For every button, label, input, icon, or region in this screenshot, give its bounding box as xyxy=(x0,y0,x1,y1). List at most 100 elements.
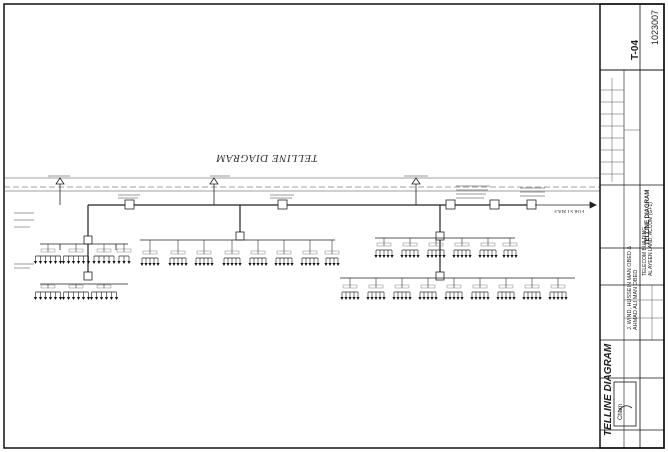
outlet-symbol xyxy=(234,263,238,266)
outlet-group xyxy=(366,278,386,300)
outlet-symbol xyxy=(194,263,198,266)
outlet-symbol xyxy=(400,297,404,300)
outlet-symbol xyxy=(248,263,252,266)
outlet-group xyxy=(194,240,214,266)
outlet-symbol xyxy=(448,297,452,300)
outlet-symbol xyxy=(81,261,86,264)
outlet-symbol xyxy=(71,297,76,300)
outlet-group xyxy=(548,278,568,300)
outlet-group xyxy=(300,240,320,266)
outlet-symbol xyxy=(434,255,438,258)
outlet-symbol xyxy=(416,255,420,258)
outlet-symbol xyxy=(38,297,43,300)
outlet-symbol xyxy=(426,297,430,300)
outlet-symbol xyxy=(504,297,508,300)
outlet-symbol xyxy=(71,261,76,264)
outlet-symbol xyxy=(61,297,66,300)
outlet-symbol xyxy=(464,255,468,258)
outlet-symbol xyxy=(452,297,456,300)
outlet-symbol xyxy=(352,297,356,300)
outlet-symbol xyxy=(112,261,116,264)
outlet-symbol xyxy=(490,255,494,258)
node-box xyxy=(124,199,135,210)
outlet-symbol xyxy=(344,297,348,300)
outlet-symbol xyxy=(522,297,526,300)
outlet-symbol xyxy=(86,261,91,264)
outlet-group xyxy=(374,238,394,258)
outlet-symbol xyxy=(76,261,81,264)
node-box xyxy=(435,231,445,241)
outlet-group xyxy=(33,284,63,300)
outlet-group xyxy=(522,278,542,300)
sheet-border xyxy=(3,3,665,449)
node-box xyxy=(83,271,93,281)
outlet-symbol xyxy=(468,255,472,258)
outlet-symbol xyxy=(404,297,408,300)
outlet-symbol xyxy=(560,297,564,300)
outlet-symbol xyxy=(444,297,448,300)
outlet-group xyxy=(496,278,516,300)
outlet-symbol xyxy=(510,255,514,258)
outlet-symbol xyxy=(418,297,422,300)
node-box xyxy=(445,199,456,210)
sheet-title-large: TELLINE DIAGRAM xyxy=(603,343,614,436)
outlet-symbol xyxy=(502,255,506,258)
outlet-symbol xyxy=(500,297,504,300)
title-block xyxy=(599,3,665,449)
outlet-symbol xyxy=(286,263,290,266)
outlet-symbol xyxy=(400,255,404,258)
outlet-symbol xyxy=(374,255,378,258)
outlet-symbol xyxy=(512,297,516,300)
outlet-group xyxy=(400,238,420,258)
outlet-symbol xyxy=(168,263,172,266)
outlet-group xyxy=(478,238,498,258)
outlet-symbol xyxy=(43,297,48,300)
outlet-symbol xyxy=(43,261,48,264)
outlet-symbol xyxy=(122,261,126,264)
outlet-symbol xyxy=(230,263,234,266)
branch-bus-left-upper xyxy=(40,243,128,250)
outlet-symbol xyxy=(404,255,408,258)
outlet-group xyxy=(444,278,464,300)
outlet-symbol xyxy=(184,263,188,266)
outlet-symbol xyxy=(378,297,382,300)
outlet-symbol xyxy=(300,263,304,266)
outlet-symbol xyxy=(496,297,500,300)
outlet-symbol xyxy=(92,261,96,264)
outlet-symbol xyxy=(86,297,91,300)
outlet-symbol xyxy=(117,261,121,264)
outlet-symbol xyxy=(61,261,66,264)
outlet-symbol xyxy=(452,255,456,258)
outlet-symbol xyxy=(438,255,442,258)
outlet-symbol xyxy=(308,263,312,266)
outlet-symbol xyxy=(374,297,378,300)
outlet-symbol xyxy=(156,263,160,266)
outlet-group xyxy=(222,240,242,266)
outlet-symbol xyxy=(152,263,156,266)
outlet-symbol xyxy=(482,255,486,258)
outlet-group xyxy=(61,244,91,264)
outlet-symbol xyxy=(176,263,180,266)
outlet-symbol xyxy=(140,263,144,266)
outlet-symbol xyxy=(390,255,394,258)
outlet-symbol xyxy=(33,297,38,300)
outlet-symbol xyxy=(482,297,486,300)
outlet-group xyxy=(116,244,132,264)
outlet-symbol xyxy=(53,297,58,300)
outlet-symbol xyxy=(486,297,490,300)
outlet-symbol xyxy=(304,263,308,266)
trunk-nodes xyxy=(83,199,537,281)
outlet-group xyxy=(61,284,91,300)
outlet-symbol xyxy=(556,297,560,300)
outlet-symbol xyxy=(206,263,210,266)
outlet-symbol xyxy=(328,263,332,266)
outlet-group xyxy=(274,240,294,266)
outlet-symbol xyxy=(48,261,53,264)
outlet-symbol xyxy=(252,263,256,266)
outlet-group xyxy=(92,244,116,264)
outlet-symbol xyxy=(114,297,119,300)
outlet-symbol xyxy=(210,263,214,266)
node-box xyxy=(489,199,500,210)
outlet-symbol xyxy=(382,255,386,258)
outlet-symbol xyxy=(198,263,202,266)
